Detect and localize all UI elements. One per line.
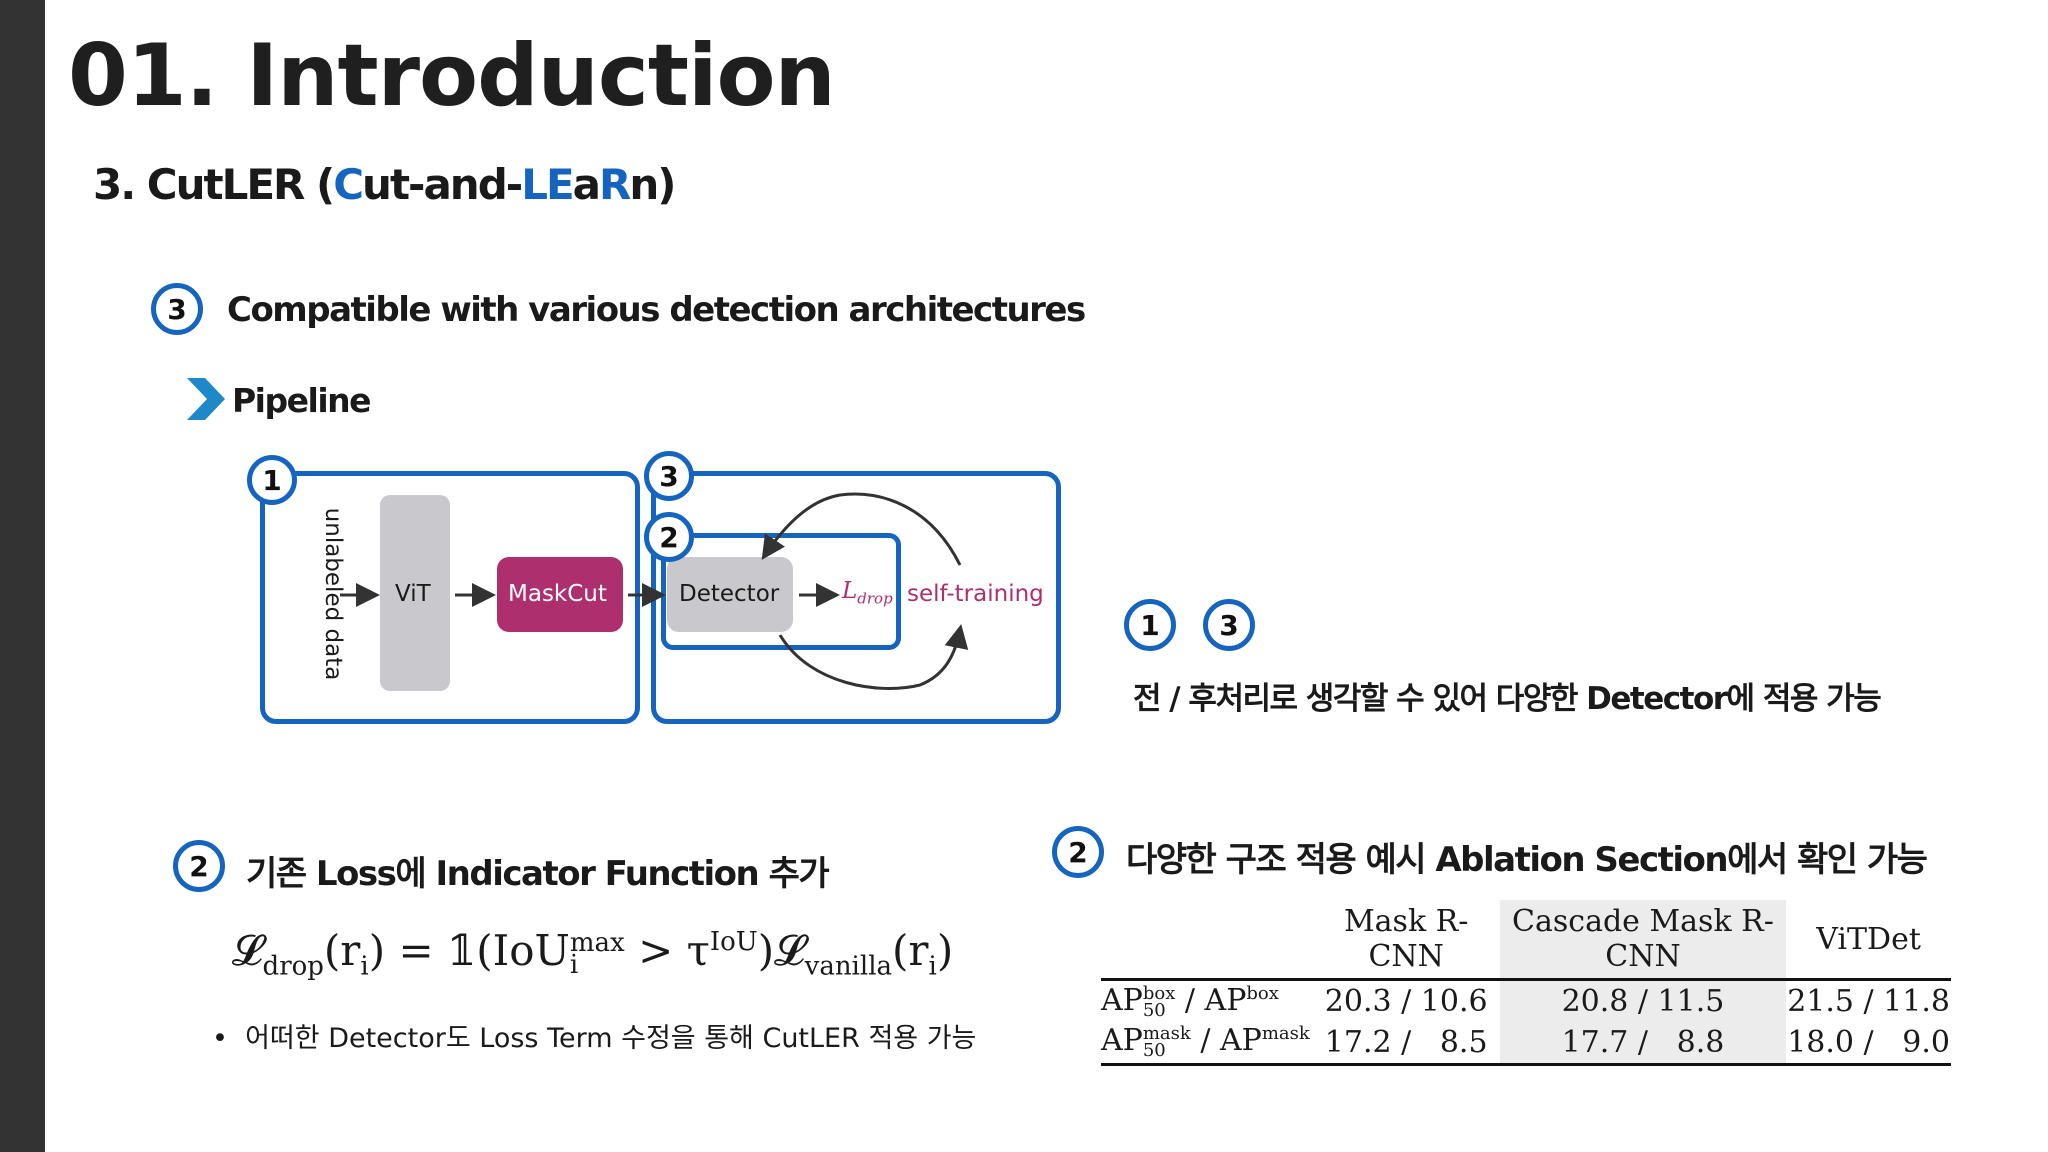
number-badge-3: 3 [644, 451, 694, 501]
number-badge-3: 3 [1203, 599, 1255, 651]
table-cell: 20.8 / 11.5 [1499, 979, 1787, 1021]
table-header-cell: ViTDet [1816, 921, 1921, 957]
section-heading-2-right: 다양한 구조 적용 예시 Ablation Section에서 확인 가능 [1126, 840, 1928, 880]
maskcut-block [497, 557, 623, 632]
detector-block [667, 557, 793, 632]
bullet-item: • 어떠한 Detector도 Loss Term 수정을 통해 CutLER … [212, 1016, 976, 1055]
detector-label: Detector [679, 581, 780, 607]
vit-block [380, 495, 450, 691]
section-subtitle: 3. CutLER (Cut-and-LEaRn) [93, 160, 676, 209]
page-title: 01. Introduction [68, 26, 836, 126]
table-header-cell: Mask R-CNN [1343, 904, 1469, 974]
note-text: 전 / 후처리로 생각할 수 있어 다양한 Detector에 적용 가능 [1133, 681, 1882, 717]
number-badge-2: 2 [644, 512, 694, 562]
bullet-dot: • [212, 1023, 246, 1054]
sidebar-bar [0, 0, 45, 1152]
table-header-cell: Cascade Mask R-CNN [1499, 900, 1787, 980]
maskcut-label: MaskCut [508, 581, 607, 607]
number-badge-1: 1 [1124, 599, 1176, 651]
section-heading-2-left: 기존 Loss에 Indicator Function 추가 [246, 854, 830, 894]
subtitle-part: n) [629, 160, 676, 209]
chevron-right-icon [187, 378, 225, 420]
pipeline-label: Pipeline [232, 381, 372, 420]
table-cell: 20.3 / 10.6 [1324, 983, 1488, 1019]
number-badge-2: 2 [1052, 826, 1104, 878]
subtitle-part: ut-and- [362, 160, 523, 209]
vit-label: ViT [395, 581, 431, 607]
loss-drop-label: Ldrop [842, 578, 893, 608]
number-badge-3: 3 [151, 283, 203, 335]
subtitle-part: a [572, 160, 601, 209]
bullet-text: 어떠한 Detector도 Loss Term 수정을 통해 CutLER 적용… [245, 1023, 977, 1054]
table-cell: 17.7 / 8.8 [1499, 1021, 1787, 1065]
subtitle-part: LE [521, 160, 574, 209]
table-cell: 17.2 / 8.5 [1324, 1024, 1488, 1060]
table-cell: 18.0 / 9.0 [1787, 1024, 1950, 1060]
subtitle-part: 3. CutLER ( [93, 160, 335, 209]
stage-box-1 [260, 471, 640, 724]
subtitle-part: R [599, 160, 631, 209]
self-training-label: self-training [907, 581, 1044, 607]
table-header-cell [1101, 900, 1313, 980]
section-heading-3: Compatible with various detection archit… [227, 290, 1086, 330]
number-badge-1: 1 [247, 455, 297, 505]
table-cell: 21.5 / 11.8 [1787, 983, 1950, 1019]
subtitle-part: C [333, 160, 364, 209]
number-badge-2: 2 [173, 840, 225, 892]
